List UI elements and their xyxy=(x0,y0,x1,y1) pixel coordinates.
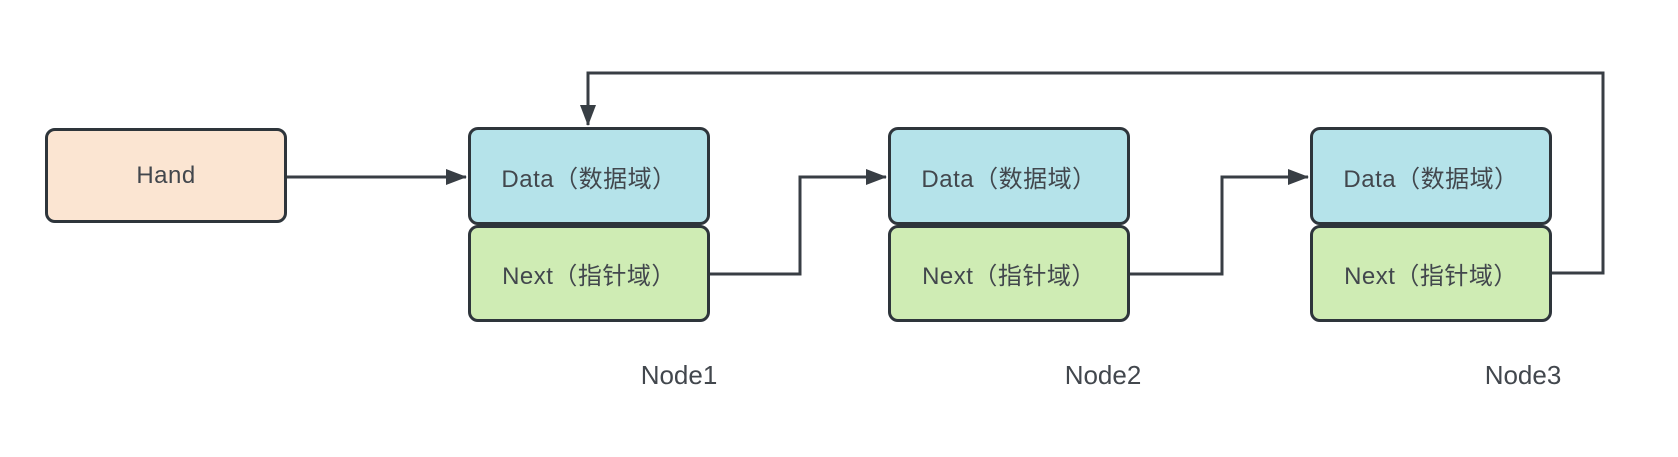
node1-next-label: Next（指针域） xyxy=(502,263,676,290)
node3-data-field: Data（数据域） xyxy=(1310,127,1552,225)
node2-data-field: Data（数据域） xyxy=(888,127,1130,225)
arrow-node2-next-to-node3-data xyxy=(1130,169,1309,276)
node2-caption: Node2 xyxy=(1064,360,1142,390)
arrow-node1-next-to-node2-data xyxy=(710,169,887,276)
node2-data-label: Data（数据域） xyxy=(921,165,1097,193)
node1-data-field: Data（数据域） xyxy=(468,127,710,225)
node1-caption: Node1 xyxy=(640,360,718,390)
arrow-node3-next-loop-to-node1-data xyxy=(580,71,1605,275)
hand-label: Hand xyxy=(136,161,196,189)
node2-next-label: Next（指针域） xyxy=(922,263,1096,290)
node2-next-field: Next（指针域） xyxy=(888,225,1130,322)
node3-next-field: Next（指针域） xyxy=(1310,225,1552,322)
node3-caption: Node3 xyxy=(1484,360,1562,390)
node1-data-label: Data（数据域） xyxy=(501,165,677,193)
hand-box: Hand xyxy=(45,128,287,223)
node1-next-field: Next（指针域） xyxy=(468,225,710,322)
node3-data-label: Data（数据域） xyxy=(1343,165,1519,193)
node3-next-label: Next（指针域） xyxy=(1344,263,1518,290)
